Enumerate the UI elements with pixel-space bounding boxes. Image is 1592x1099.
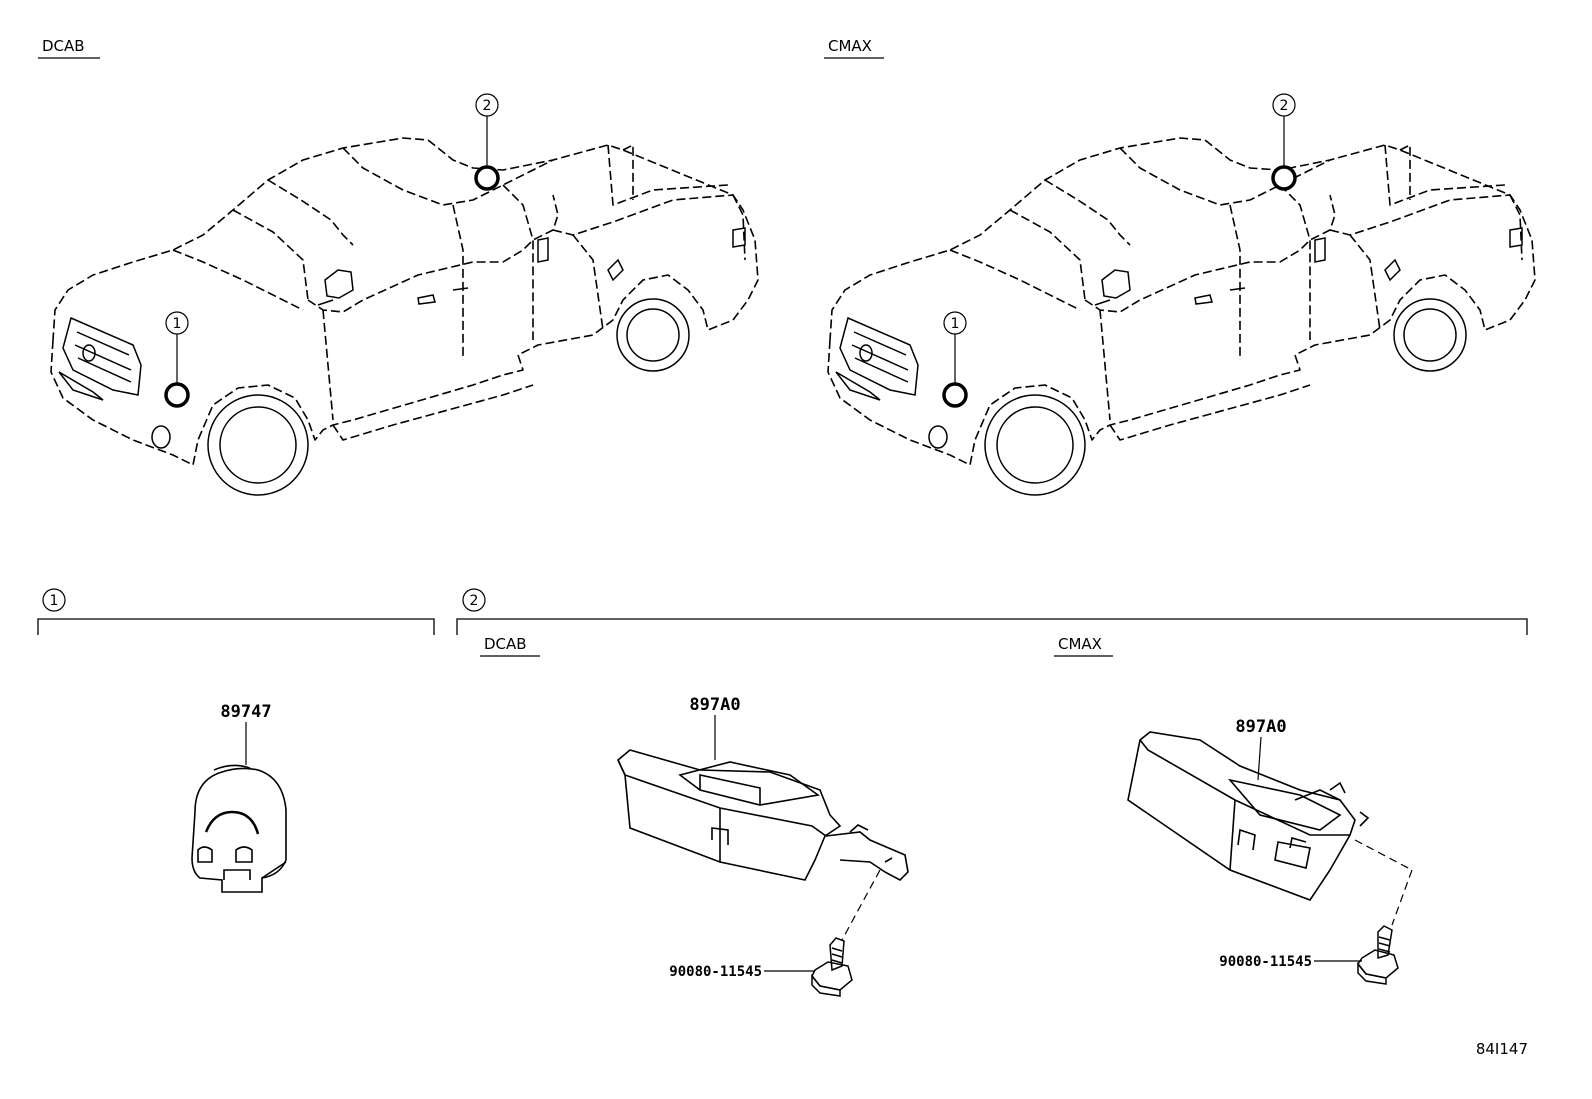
section-1-bracket bbox=[37, 618, 435, 635]
svg-text:1: 1 bbox=[50, 593, 59, 609]
section-2-dcab-label: DCAB bbox=[484, 635, 527, 653]
figure-id: 84I147 bbox=[1476, 1040, 1528, 1058]
svg-text:1: 1 bbox=[951, 316, 960, 332]
section-2: 2 DCAB 897A0 90080-11545 CMAX bbox=[456, 588, 1528, 997]
svg-text:2: 2 bbox=[483, 98, 492, 114]
section-2-marker bbox=[462, 588, 486, 612]
bolt-dcab bbox=[811, 937, 853, 997]
part-number-897a0-cmax: 897A0 bbox=[1235, 717, 1286, 737]
truck-outline-dcab bbox=[50, 137, 759, 496]
callout-2-cmax: 2 bbox=[1271, 93, 1297, 191]
part-number-89747: 89747 bbox=[220, 702, 271, 722]
svg-text:1: 1 bbox=[173, 316, 182, 332]
svg-text:2: 2 bbox=[470, 593, 479, 609]
svg-text:2: 2 bbox=[1280, 98, 1289, 114]
section-1-marker bbox=[42, 588, 66, 612]
truck-outline-cmax bbox=[827, 137, 1536, 496]
callout-1-dcab: 1 bbox=[164, 311, 190, 408]
view-title-cmax: CMAX bbox=[828, 37, 872, 55]
part-number-897a0-dcab: 897A0 bbox=[689, 695, 740, 715]
view-title-dcab: DCAB bbox=[42, 37, 85, 55]
section-2-cmax-label: CMAX bbox=[1058, 635, 1102, 653]
bolt-number-cmax: 90080-11545 bbox=[1219, 954, 1312, 970]
module-897a0-cmax bbox=[1127, 731, 1370, 901]
module-897a0-dcab bbox=[617, 749, 909, 881]
vehicle-view-dcab: DCAB 2 1 bbox=[38, 37, 759, 496]
bolt-cmax bbox=[1357, 925, 1399, 985]
callout-2-dcab: 2 bbox=[474, 93, 500, 191]
callout-1-cmax: 1 bbox=[942, 311, 968, 408]
location-marker-2 bbox=[474, 165, 500, 191]
sensor-89747 bbox=[191, 764, 287, 893]
location-marker-1 bbox=[942, 382, 968, 408]
vehicle-view-cmax: CMAX 2 1 bbox=[824, 37, 1536, 496]
location-marker-2 bbox=[1271, 165, 1297, 191]
bolt-number-dcab: 90080-11545 bbox=[669, 964, 762, 980]
section-1: 1 89747 bbox=[37, 588, 435, 893]
section-2-bracket bbox=[456, 618, 1528, 635]
location-marker-1 bbox=[164, 382, 190, 408]
